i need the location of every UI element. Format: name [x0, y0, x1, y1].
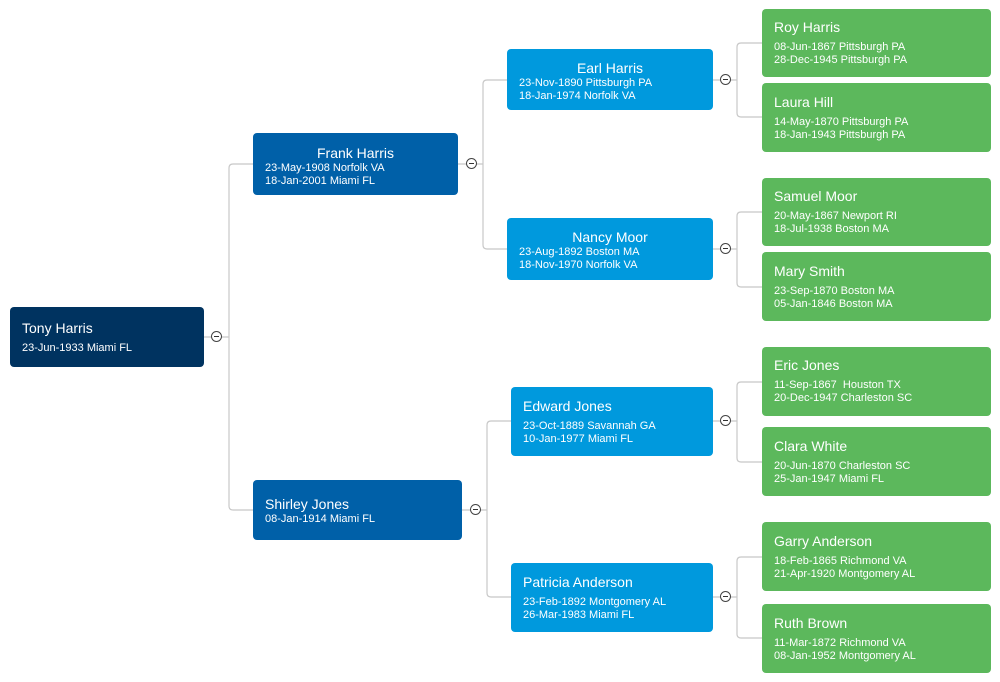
death-info: 05-Jan-1846 Boston MA: [774, 297, 893, 310]
birth-info: 11-Mar-1872 Richmond VA: [774, 637, 906, 649]
person-card-garry[interactable]: Garry Anderson 18-Feb-1865 Richmond VA 2…: [762, 522, 991, 591]
birth-info: 23-Feb-1892 Montgomery AL: [523, 596, 667, 608]
birth-info: 18-Feb-1865 Richmond VA: [774, 555, 907, 567]
person-card-ruth[interactable]: Ruth Brown 11-Mar-1872 Richmond VA 08-Ja…: [762, 604, 991, 673]
person-card-patricia[interactable]: Patricia Anderson 23-Feb-1892 Montgomery…: [511, 563, 713, 632]
birth-info: 23-Sep-1870 Boston MA: [774, 285, 895, 297]
person-name: Mary Smith: [774, 263, 845, 279]
birth-info: 23-Nov-1890 Pittsburgh PA: [519, 77, 653, 89]
person-name: Garry Anderson: [774, 533, 873, 549]
death-info: 18-Jul-1938 Boston MA: [774, 222, 889, 235]
person-card-frank[interactable]: Frank Harris 23-May-1908 Norfolk VA 18-J…: [253, 133, 458, 195]
death-info: 20-Dec-1947 Charleston SC: [774, 391, 913, 404]
person-card-mary[interactable]: Mary Smith 23-Sep-1870 Boston MA 05-Jan-…: [762, 252, 991, 321]
person-name: Edward Jones: [523, 398, 612, 414]
person-card-shirley[interactable]: Shirley Jones 08-Jan-1914 Miami FL: [253, 480, 462, 540]
person-card-samuel[interactable]: Samuel Moor 20-May-1867 Newport RI 18-Ju…: [762, 178, 991, 246]
person-name: Tony Harris: [22, 320, 93, 336]
death-info: 10-Jan-1977 Miami FL: [523, 432, 634, 445]
person-name: Frank Harris: [316, 145, 394, 161]
person-card-roy[interactable]: Roy Harris 08-Jun-1867 Pittsburgh PA 28-…: [762, 9, 991, 77]
birth-info: 14-May-1870 Pittsburgh PA: [774, 116, 909, 128]
person-name: Nancy Moor: [572, 229, 648, 245]
birth-info: 23-Oct-1889 Savannah GA: [523, 420, 656, 432]
birth-info: 20-Jun-1870 Charleston SC: [774, 460, 911, 472]
death-info: 18-Nov-1970 Norfolk VA: [519, 258, 638, 271]
birth-info: 23-Jun-1933 Miami FL: [22, 342, 133, 354]
death-info: 25-Jan-1947 Miami FL: [774, 472, 885, 485]
collapse-minus-circle-icon[interactable]: [720, 591, 731, 602]
person-name: Roy Harris: [774, 19, 841, 35]
collapse-minus-circle-icon[interactable]: [720, 415, 731, 426]
death-info: 26-Mar-1983 Miami FL: [523, 608, 635, 621]
birth-info: 23-May-1908 Norfolk VA: [265, 162, 385, 174]
person-name: Shirley Jones: [265, 496, 350, 512]
death-info: 08-Jan-1952 Montgomery AL: [774, 649, 916, 662]
death-info: 18-Jan-1974 Norfolk VA: [519, 89, 636, 102]
person-name: Earl Harris: [576, 60, 644, 76]
person-card-tony[interactable]: Tony Harris 23-Jun-1933 Miami FL: [10, 307, 204, 367]
birth-info: 23-Aug-1892 Boston MA: [519, 246, 640, 258]
person-name: Patricia Anderson: [523, 574, 633, 590]
person-name: Laura Hill: [774, 94, 834, 110]
birth-info: 08-Jun-1867 Pittsburgh PA: [774, 41, 906, 53]
person-card-nancy[interactable]: Nancy Moor 23-Aug-1892 Boston MA 18-Nov-…: [507, 218, 713, 280]
collapse-minus-circle-icon[interactable]: [466, 158, 477, 169]
collapse-minus-circle-icon[interactable]: [470, 504, 481, 515]
collapse-minus-circle-icon[interactable]: [211, 331, 222, 342]
birth-info: 20-May-1867 Newport RI: [774, 210, 897, 222]
person-card-earl[interactable]: Earl Harris 23-Nov-1890 Pittsburgh PA 18…: [507, 49, 713, 110]
collapse-minus-circle-icon[interactable]: [720, 243, 731, 254]
person-name: Ruth Brown: [774, 615, 848, 631]
death-info: 18-Jan-1943 Pittsburgh PA: [774, 128, 906, 141]
person-card-edward[interactable]: Edward Jones 23-Oct-1889 Savannah GA 10-…: [511, 387, 713, 456]
collapse-minus-circle-icon[interactable]: [720, 74, 731, 85]
person-card-laura[interactable]: Laura Hill 14-May-1870 Pittsburgh PA 18-…: [762, 83, 991, 152]
person-name: Samuel Moor: [774, 188, 858, 204]
person-name: Eric Jones: [774, 357, 840, 373]
person-card-eric[interactable]: Eric Jones 11-Sep-1867 Houston TX 20-Dec…: [762, 347, 991, 416]
birth-info: 08-Jan-1914 Miami FL: [265, 513, 376, 525]
person-card-clara[interactable]: Clara White 20-Jun-1870 Charleston SC 25…: [762, 427, 991, 496]
death-info: 18-Jan-2001 Miami FL: [265, 174, 376, 187]
birth-info: 11-Sep-1867 Houston TX: [774, 379, 901, 391]
death-info: 28-Dec-1945 Pittsburgh PA: [774, 53, 908, 66]
death-info: 21-Apr-1920 Montgomery AL: [774, 567, 916, 580]
person-name: Clara White: [774, 438, 848, 454]
